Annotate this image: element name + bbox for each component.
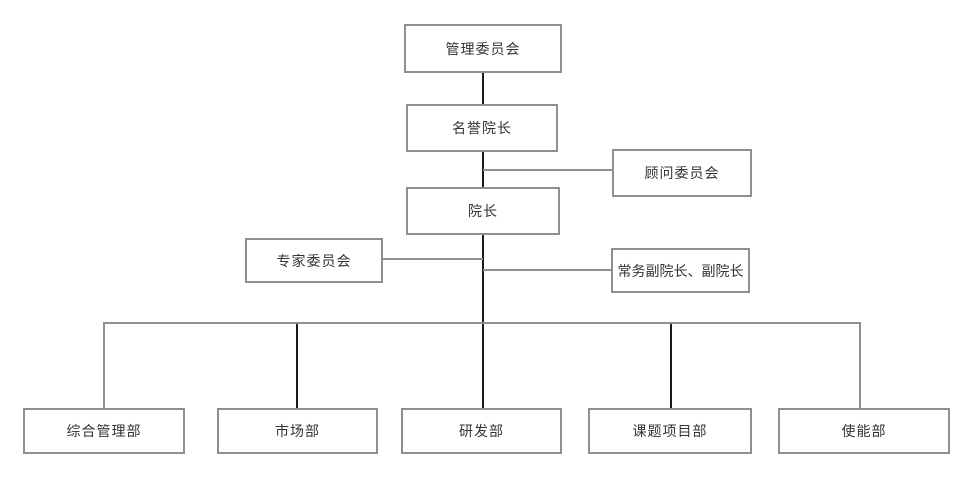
node-dept-projects: 课题项目部 xyxy=(588,408,752,454)
node-dept-general-management: 综合管理部 xyxy=(23,408,185,454)
connector-trunk-to-advisory xyxy=(483,169,612,171)
node-management-committee: 管理委员会 xyxy=(404,24,562,73)
node-dept-rnd-label: 研发部 xyxy=(459,423,504,439)
connector-trunk-to-vice-deans xyxy=(483,269,611,271)
node-vice-deans-label: 常务副院长、副院长 xyxy=(617,262,744,279)
node-advisory-committee: 顾问委员会 xyxy=(612,149,752,197)
drop-to-dept-1 xyxy=(103,322,105,408)
node-dept-rnd: 研发部 xyxy=(401,408,562,454)
node-dean: 院长 xyxy=(406,187,560,235)
node-dean-label: 院长 xyxy=(468,203,498,219)
connector-honorary-to-dean xyxy=(482,152,484,187)
node-dept-enablement: 使能部 xyxy=(778,408,950,454)
node-honorary-dean: 名誉院长 xyxy=(406,104,558,152)
node-expert-committee-label: 专家委员会 xyxy=(276,252,352,269)
node-dept-projects-label: 课题项目部 xyxy=(632,423,708,439)
node-dept-enablement-label: 使能部 xyxy=(841,423,887,439)
drop-to-dept-4 xyxy=(670,324,672,408)
connector-expert-to-trunk xyxy=(383,258,483,260)
node-expert-committee: 专家委员会 xyxy=(245,238,383,283)
node-dept-marketing-label: 市场部 xyxy=(275,423,320,439)
distribution-line xyxy=(103,322,861,324)
node-vice-deans: 常务副院长、副院长 xyxy=(611,248,750,293)
drop-to-dept-5 xyxy=(859,322,861,408)
drop-to-dept-2 xyxy=(296,324,298,408)
node-dept-marketing: 市场部 xyxy=(217,408,378,454)
node-dept-general-management-label: 综合管理部 xyxy=(66,423,142,439)
node-advisory-committee-label: 顾问委员会 xyxy=(644,165,720,181)
connector-dean-to-departments-trunk xyxy=(482,235,484,408)
node-honorary-dean-label: 名誉院长 xyxy=(452,120,512,136)
connector-management-to-honorary xyxy=(482,73,484,104)
node-management-committee-label: 管理委员会 xyxy=(445,40,521,57)
